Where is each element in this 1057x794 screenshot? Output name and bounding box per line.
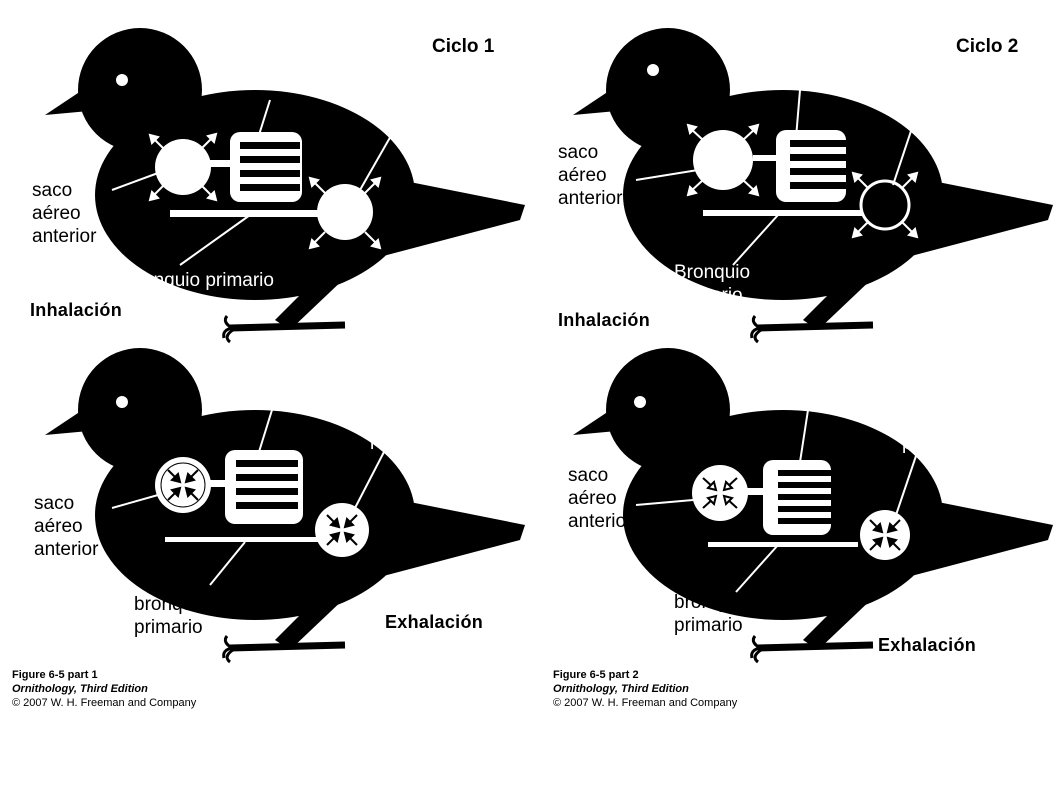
- primary-bronchus-label-line2: primario: [674, 285, 743, 306]
- bird-diagram: [528, 330, 1056, 675]
- primary-bronchus-label: Bronquio primario: [124, 270, 274, 291]
- lung-label: pulmón: [256, 64, 319, 85]
- primary-bronchus-label-line1: bronquio: [674, 592, 748, 613]
- posterior-air-sac-label-line2: posterior: [378, 98, 452, 119]
- anterior-air-sac: [693, 130, 753, 190]
- panel-cycle2-inhalation: Ciclo 2 pulmón saco aéreo posterior saco…: [528, 10, 1056, 355]
- state-label: Exhalación: [878, 635, 977, 655]
- bird-diagram: [0, 330, 528, 675]
- anterior-air-sac-label-line1: saco: [32, 180, 73, 201]
- anterior-air-sac-label-line2: aéreo: [34, 516, 83, 537]
- bird-diagram: [0, 10, 528, 355]
- anterior-air-sac-label-line2: aéreo: [558, 165, 607, 186]
- panel-cycle2-exhalation: pulmón saco aéreo posterior saco aéreo a…: [528, 330, 1056, 675]
- panel-cycle1-exhalation: pulmón saco aéreo posterior saco aéreo a…: [0, 330, 528, 675]
- posterior-air-sac: [859, 179, 911, 231]
- figure-caption-part2: Figure 6-5 part 2 Ornithology, Third Edi…: [553, 668, 737, 710]
- panel-cycle1-inhalation: Ciclo 1 pulmón saco aéreo posterior saco…: [0, 10, 528, 355]
- primary-bronchus-label-line2: primario: [134, 617, 203, 638]
- posterior-air-sac: [315, 503, 369, 557]
- anterior-air-sac-label-line1: saco: [558, 142, 599, 163]
- anterior-air-sac-label-line2: aéreo: [568, 488, 617, 509]
- anterior-air-sac-label-line1: saco: [34, 493, 75, 514]
- primary-bronchus-label-line1: bronquio: [134, 594, 208, 615]
- bird-eye: [647, 64, 659, 76]
- primary-bronchus-label-line1: Bronquio: [674, 262, 751, 283]
- posterior-air-sac: [860, 510, 910, 560]
- copyright: © 2007 W. H. Freeman and Company: [12, 697, 197, 709]
- primary-bronchus: [165, 537, 345, 542]
- posterior-air-sac-label-line2: posterior: [370, 429, 444, 450]
- bird-eye: [116, 396, 128, 408]
- primary-bronchus: [170, 210, 340, 217]
- posterior-air-sac-label-line2: posterior: [898, 91, 972, 112]
- anterior-air-sac-label-line3: anterior: [32, 226, 97, 247]
- figure-number: Figure 6-5 part 2: [553, 669, 639, 681]
- bird-eye: [634, 396, 646, 408]
- lung-label: pulmón: [784, 388, 847, 409]
- book-title: Ornithology, Third Edition: [12, 683, 148, 695]
- figure-caption-part1: Figure 6-5 part 1 Ornithology, Third Edi…: [12, 668, 196, 710]
- anterior-air-sac-label-line3: anterior: [34, 539, 99, 560]
- figure-number: Figure 6-5 part 1: [12, 669, 98, 681]
- posterior-air-sac-label-line1: saco aéreo: [378, 76, 473, 97]
- anterior-air-sac-label-line2: aéreo: [32, 203, 81, 224]
- posterior-air-sac-label-line1: saco aéreo: [370, 406, 465, 427]
- anterior-air-sac: [155, 139, 211, 195]
- posterior-air-sac-label-line1: saco aéreo: [902, 410, 997, 431]
- posterior-air-sac-label-line2: posterior: [902, 433, 976, 454]
- primary-bronchus: [703, 210, 863, 216]
- posterior-air-sac-label-line1: saco aéreo: [898, 68, 993, 89]
- lung-label: pulmón: [792, 62, 855, 83]
- anterior-air-sac-label-line3: anterior: [568, 511, 633, 532]
- primary-bronchus: [708, 542, 858, 547]
- copyright: © 2007 W. H. Freeman and Company: [553, 697, 738, 709]
- anterior-air-sac-label-line1: saco: [568, 465, 609, 486]
- anterior-air-sac: [692, 465, 748, 521]
- cycle-title: Ciclo 1: [432, 36, 495, 57]
- state-label: Inhalación: [30, 300, 123, 320]
- bird-eye: [116, 74, 128, 86]
- state-label: Inhalación: [558, 310, 651, 330]
- anterior-air-sac: [155, 457, 211, 513]
- primary-bronchus-label-line2: primario: [674, 615, 743, 636]
- cycle-title: Ciclo 2: [956, 36, 1019, 57]
- bird-diagram: [528, 10, 1056, 355]
- lung-label: pulmón: [262, 386, 325, 407]
- anterior-air-sac-label-line3: anterior: [558, 188, 623, 209]
- state-label: Exhalación: [385, 612, 484, 632]
- posterior-air-sac: [317, 184, 373, 240]
- book-title: Ornithology, Third Edition: [553, 683, 689, 695]
